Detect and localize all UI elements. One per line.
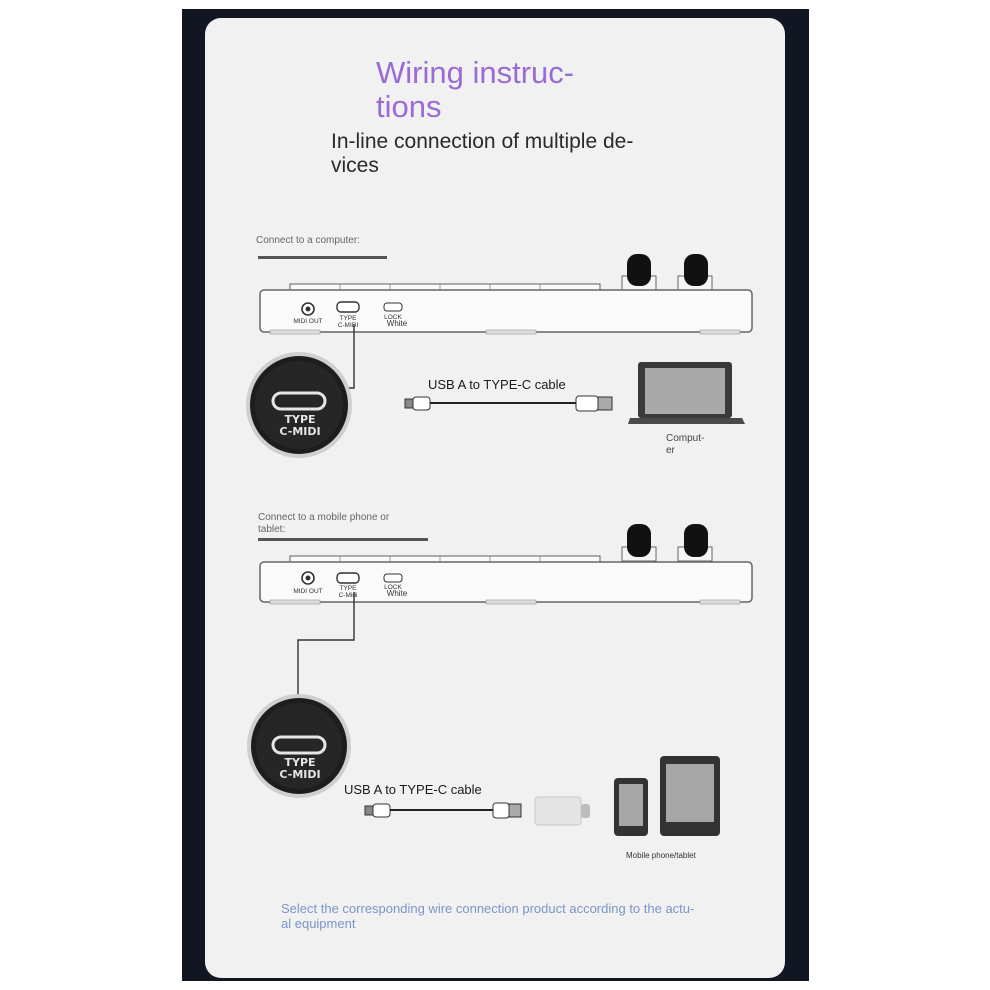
port-label-midi-out: MIDI OUT [293, 318, 323, 325]
zoom-port-label: TYPE C-MIDI [279, 413, 321, 438]
page-title: Wiring instruc- tions [376, 55, 575, 124]
section1-label: Connect to a computer: [256, 235, 360, 246]
midi-controller-icon [259, 254, 753, 335]
usb-c-port-zoom-icon [246, 352, 352, 458]
port-label-white: White [386, 319, 408, 328]
mobile-device-label: Mobile phone/tablet [626, 851, 696, 860]
port-label-type-c: TYPE C-MIDI [337, 315, 359, 329]
usb-cable-icon [404, 395, 613, 412]
cable-label: USB A to TYPE-C cable [428, 377, 566, 392]
port-label-lock-2: LOCK [384, 584, 402, 591]
page-subtitle: In-line connection of multiple de- vices [331, 130, 634, 177]
tablet-icon [660, 756, 720, 836]
computer-label: Comput- er [666, 433, 705, 456]
usb-adapter-icon [534, 796, 590, 826]
section2-label: Connect to a mobile phone or tablet: [258, 512, 390, 535]
port-label-type-c-2: TYPE C-Midi [338, 585, 358, 599]
section2-rule [258, 538, 428, 541]
port-label-midi-out-2: MIDI OUT [293, 588, 323, 595]
usb-c-port-zoom-icon-2 [247, 694, 351, 798]
cable-label-2: USB A to TYPE-C cable [344, 782, 482, 797]
port-label-lock: LOCK [384, 314, 402, 321]
midi-controller-icon-2 [259, 524, 753, 605]
footer-note: Select the corresponding wire connection… [281, 901, 695, 931]
usb-cable-icon-2 [364, 802, 522, 819]
phone-icon [614, 778, 648, 836]
laptop-icon [628, 362, 745, 424]
section1-rule [258, 256, 387, 259]
port-label-white-2: White [386, 589, 408, 598]
connector-line-2 [297, 592, 355, 698]
connector-line [344, 324, 355, 389]
zoom-port-label-2: TYPE C-MIDI [279, 756, 321, 781]
